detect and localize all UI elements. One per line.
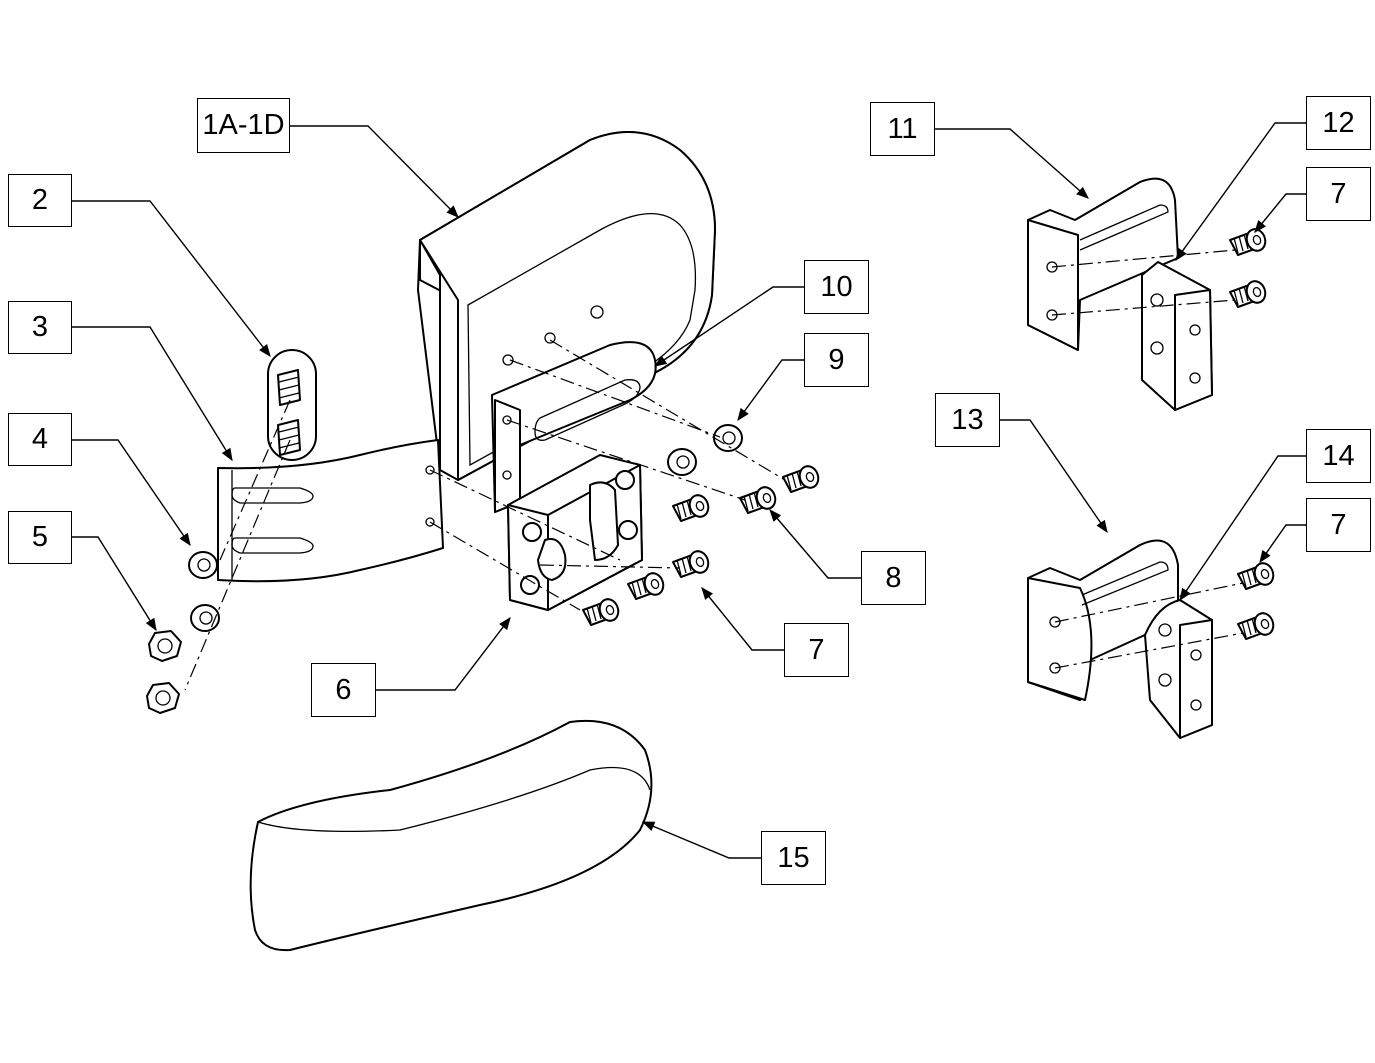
callout-label-15: 15 bbox=[761, 831, 826, 885]
screw-part bbox=[627, 569, 668, 600]
leader-lines bbox=[72, 122, 1306, 859]
nut-part bbox=[146, 682, 180, 714]
curved-plate-part bbox=[217, 439, 444, 583]
callout-label-13: 13 bbox=[935, 393, 1000, 447]
callout-label-5: 5 bbox=[8, 511, 72, 564]
callout-label-3: 3 bbox=[8, 301, 72, 354]
callout-label-10: 10 bbox=[804, 260, 869, 314]
callout-label-9: 9 bbox=[804, 333, 869, 387]
callout-label-14: 14 bbox=[1306, 429, 1371, 483]
callout-label-6: 6 bbox=[311, 663, 376, 717]
callout-label-1a-1d: 1A-1D bbox=[197, 98, 290, 153]
bracket-set-11-12 bbox=[1027, 177, 1213, 411]
screw-part bbox=[1229, 277, 1270, 308]
screw-part bbox=[1237, 609, 1278, 640]
callout-label-7: 7 bbox=[1306, 498, 1371, 552]
screw-part bbox=[1237, 559, 1278, 590]
callout-label-7: 7 bbox=[1306, 167, 1371, 221]
screw-part bbox=[1229, 225, 1270, 256]
callout-label-7: 7 bbox=[784, 623, 849, 677]
stud-pad-part bbox=[267, 349, 317, 461]
callout-label-4: 4 bbox=[8, 413, 72, 466]
washer-part bbox=[188, 551, 218, 579]
screw-part bbox=[672, 491, 713, 522]
callout-label-11: 11 bbox=[870, 102, 935, 156]
nut-part bbox=[148, 630, 182, 662]
screw-part bbox=[582, 595, 623, 626]
callout-label-2: 2 bbox=[8, 174, 72, 227]
screw-part bbox=[672, 547, 713, 578]
bracket-set-13-14 bbox=[1027, 539, 1213, 739]
screw-part bbox=[782, 462, 823, 493]
hinge-block-part bbox=[507, 454, 643, 611]
callout-label-12: 12 bbox=[1306, 96, 1371, 150]
assembly-axes bbox=[184, 249, 1244, 691]
screw-part bbox=[739, 483, 780, 514]
washer-part bbox=[713, 424, 743, 452]
callout-label-8: 8 bbox=[861, 551, 926, 605]
washer-part bbox=[667, 448, 697, 476]
side-pad-part bbox=[249, 719, 653, 952]
back-pad-part bbox=[417, 131, 716, 481]
